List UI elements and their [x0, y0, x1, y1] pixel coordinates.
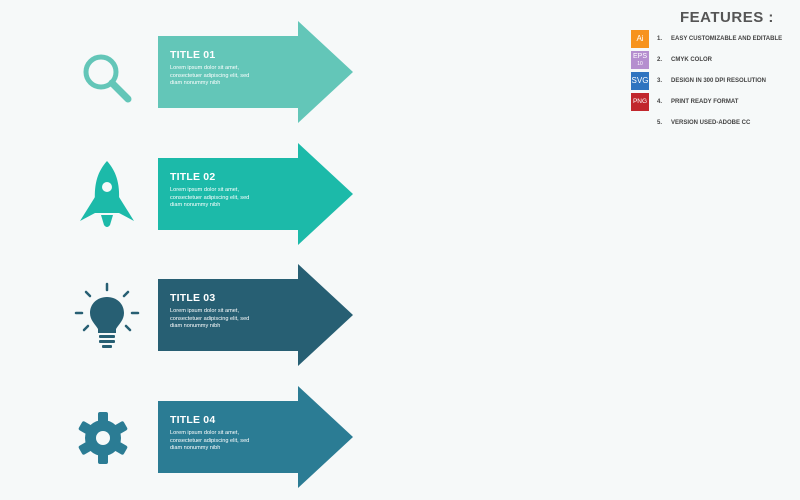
- features-title: FEATURES :: [680, 9, 774, 26]
- feature-text: VERSION USED-ADOBE CC: [671, 120, 751, 126]
- step-1-arrow: [158, 21, 354, 123]
- rocket-icon: [70, 161, 144, 235]
- feature-text: CMYK COLOR: [671, 57, 712, 63]
- ai-badge-icon: Ai: [631, 30, 649, 48]
- lightbulb-icon: [70, 282, 144, 356]
- step-2-arrow: [158, 143, 354, 245]
- step-3-arrow: [158, 264, 354, 366]
- feature-number: 5.: [657, 120, 663, 126]
- step-4-arrow: [158, 386, 354, 488]
- step-4-title: TITLE 04: [170, 414, 216, 426]
- feature-text: PRINT READY FORMAT: [671, 99, 739, 105]
- feature-number: 1.: [657, 36, 663, 42]
- step-2-title: TITLE 02: [170, 171, 216, 183]
- step-3-text: Lorem ipsum dolor sit amet, consectetuer…: [170, 308, 250, 330]
- svg-badge-icon: SVG: [631, 72, 649, 90]
- step-1-text: Lorem ipsum dolor sit amet, consectetuer…: [170, 65, 250, 87]
- feature-item-4: PNG 4. PRINT READY FORMAT: [630, 93, 800, 112]
- step-3-title: TITLE 03: [170, 292, 216, 304]
- step-4: TITLE 04 Lorem ipsum dolor sit amet, con…: [0, 386, 380, 496]
- step-2: TITLE 02 Lorem ipsum dolor sit amet, con…: [0, 143, 380, 253]
- gear-icon: [70, 404, 144, 478]
- step-1: TITLE 01 Lorem ipsum dolor sit amet, con…: [0, 21, 380, 131]
- feature-item-3: SVG 3. DESIGN IN 300 DPI RESOLUTION: [630, 72, 800, 91]
- magnifier-icon: [70, 39, 144, 113]
- feature-number: 4.: [657, 99, 663, 105]
- step-3: TITLE 03 Lorem ipsum dolor sit amet, con…: [0, 264, 380, 374]
- features-list: Ai 1. EASY CUSTOMIZABLE AND EDITABLE EPS…: [630, 30, 800, 135]
- feature-number: 2.: [657, 57, 663, 63]
- feature-number: 3.: [657, 78, 663, 84]
- feature-item-1: Ai 1. EASY CUSTOMIZABLE AND EDITABLE: [630, 30, 800, 49]
- feature-text: DESIGN IN 300 DPI RESOLUTION: [671, 78, 767, 84]
- step-2-text: Lorem ipsum dolor sit amet, consectetuer…: [170, 187, 250, 209]
- step-4-text: Lorem ipsum dolor sit amet, consectetuer…: [170, 430, 250, 452]
- feature-item-5: 5. VERSION USED-ADOBE CC: [630, 114, 800, 133]
- feature-text: EASY CUSTOMIZABLE AND EDITABLE: [671, 36, 783, 42]
- step-1-title: TITLE 01: [170, 49, 216, 61]
- png-badge-icon: PNG: [631, 93, 649, 111]
